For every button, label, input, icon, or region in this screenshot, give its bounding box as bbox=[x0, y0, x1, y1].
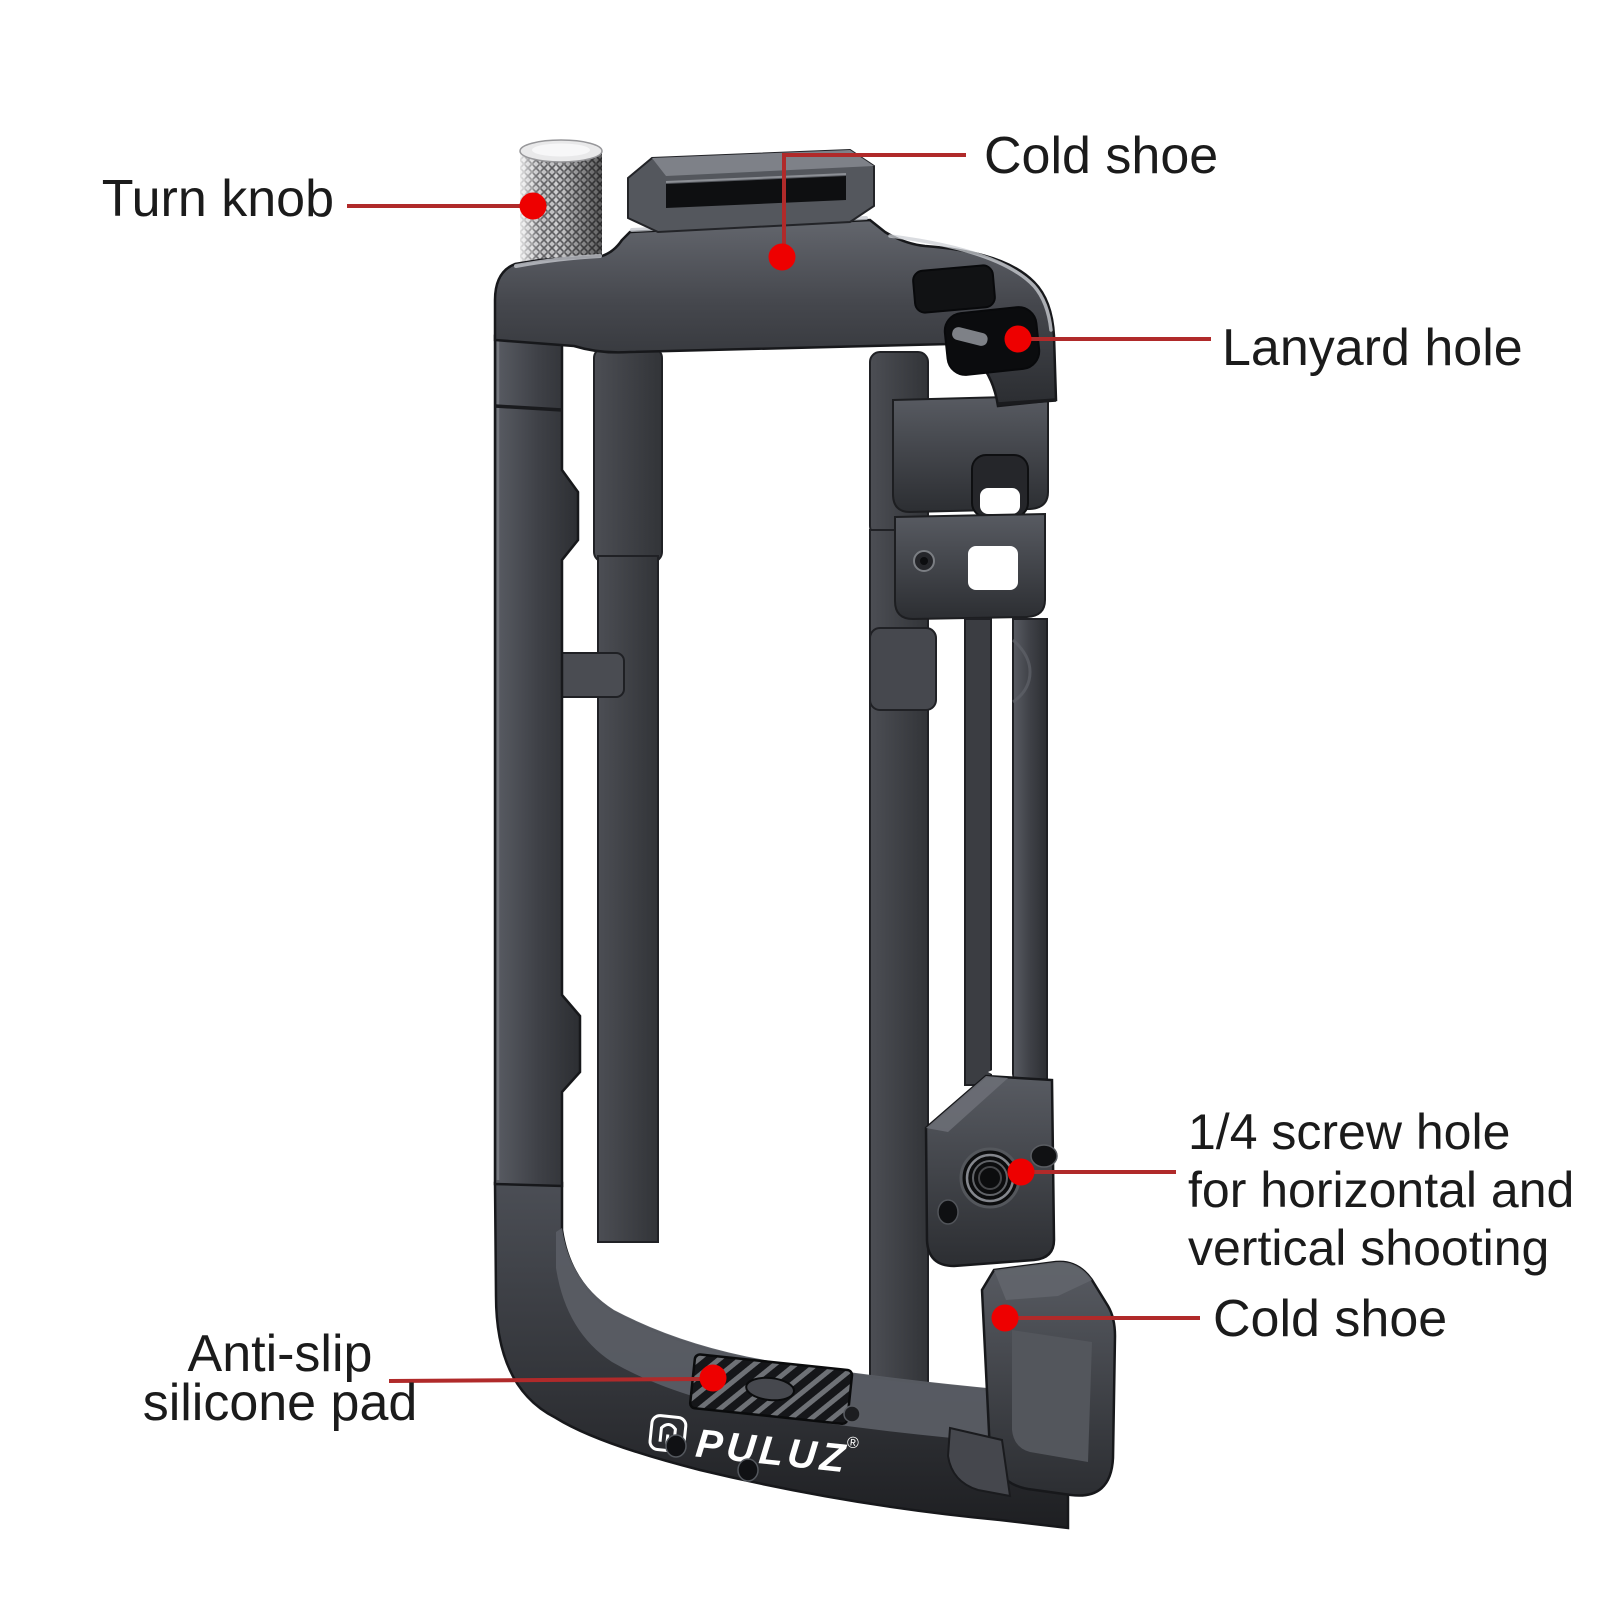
right-hinge-assembly bbox=[892, 394, 1049, 1086]
marker-dot-quarter-screw bbox=[1007, 1158, 1035, 1186]
lanyard-slot-graphic bbox=[943, 306, 1041, 376]
marker-dot-turn-knob bbox=[519, 192, 547, 220]
bottom-bar-holes bbox=[665, 1405, 861, 1482]
leader-anti-slip bbox=[388, 1377, 702, 1383]
brand-logo-registered: ® bbox=[846, 1434, 860, 1452]
marker-dots bbox=[519, 192, 1035, 1392]
callout-turn-knob-text: Turn knob bbox=[101, 170, 334, 228]
cold-shoe-plate bbox=[627, 148, 875, 234]
marker-dot-cold-shoe-bottom bbox=[991, 1304, 1019, 1332]
quarter-screw-block bbox=[924, 1062, 1058, 1268]
callout-anti-slip-pad: Anti-slip silicone pad bbox=[110, 1325, 450, 1432]
callout-lanyard-hole-text: Lanyard hole bbox=[1222, 319, 1523, 377]
callout-turn-knob: Turn knob bbox=[90, 172, 334, 226]
left-rail bbox=[493, 334, 582, 1188]
cold-shoe-slot bbox=[666, 176, 846, 208]
leader-cold-shoe-top bbox=[782, 153, 966, 248]
callout-quarter-screw-hole: 1/4 screw hole for horizontal and vertic… bbox=[1188, 1103, 1574, 1277]
corner-openings bbox=[912, 264, 1041, 376]
callout-cold-shoe-bottom: Cold shoe bbox=[1213, 1292, 1447, 1346]
callout-lanyard-hole: Lanyard hole bbox=[1222, 321, 1523, 375]
marker-dot-lanyard-hole bbox=[1004, 325, 1032, 353]
back-frame-rails bbox=[551, 347, 937, 1393]
leader-lines bbox=[347, 153, 1211, 1383]
bottom-bar bbox=[493, 1181, 1070, 1530]
callout-quarter-screw-line1: 1/4 screw hole bbox=[1188, 1104, 1511, 1160]
marker-dot-anti-slip bbox=[699, 1364, 727, 1392]
callout-anti-slip-line1: Anti-slip bbox=[187, 1325, 373, 1383]
callout-cold-shoe-top-text: Cold shoe bbox=[984, 127, 1219, 185]
left-rail-seam bbox=[494, 404, 563, 412]
right-front-rail bbox=[1012, 618, 1048, 1086]
callout-cold-shoe-bottom-text: Cold shoe bbox=[1213, 1290, 1448, 1348]
callout-quarter-screw-line3: vertical shooting bbox=[1188, 1220, 1550, 1276]
bottom-bar-top-face bbox=[556, 1228, 1066, 1448]
callout-quarter-screw-line2: for horizontal and bbox=[1188, 1162, 1575, 1218]
cold-shoe-bracket bbox=[946, 1260, 1117, 1498]
callout-cold-shoe-top: Cold shoe bbox=[984, 129, 1218, 183]
callout-anti-slip-line2: silicone pad bbox=[142, 1374, 418, 1432]
corner-top-hole bbox=[912, 264, 996, 314]
marker-dot-cold-shoe-top bbox=[768, 243, 796, 271]
